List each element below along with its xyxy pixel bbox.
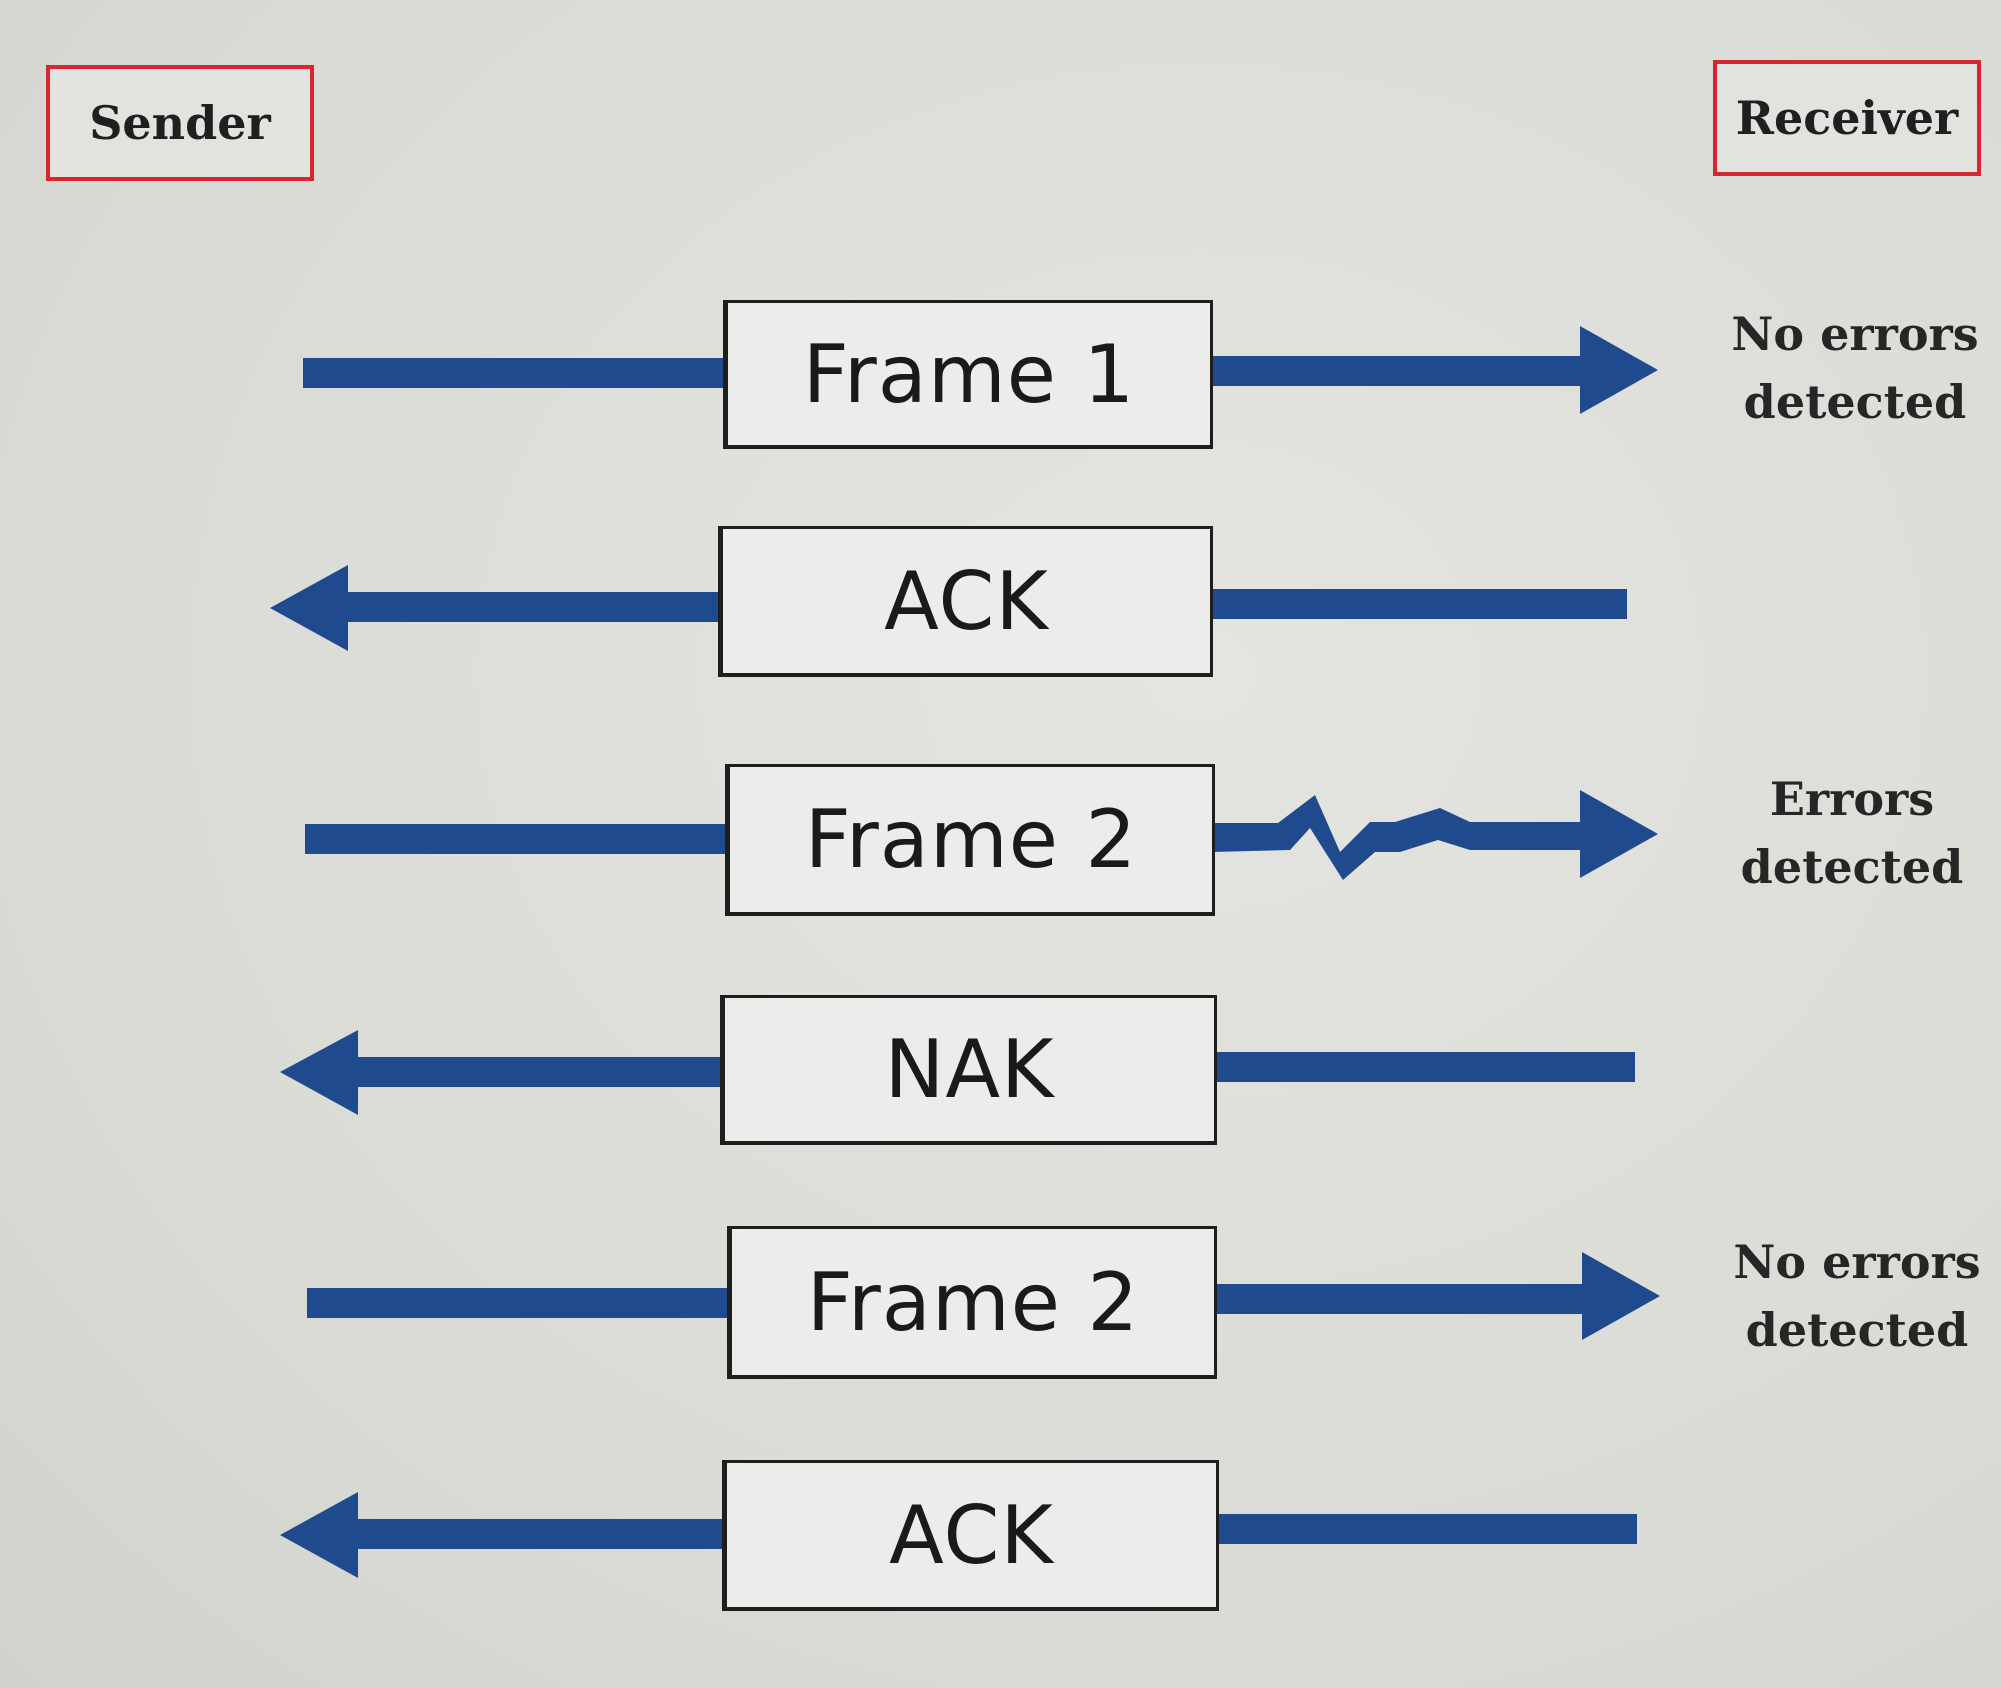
message-box-frame-1: Frame 1 [723, 300, 1213, 449]
sender-label: Sender [46, 65, 314, 181]
receiver-label: Receiver [1713, 60, 1981, 176]
status-note-1-line1: No errors [1731, 307, 1979, 361]
message-box-nak: NAK [720, 995, 1217, 1145]
arrow-frame-2-corrupted [305, 790, 1658, 880]
arrow-frame-2 [307, 1252, 1660, 1340]
status-note-2: Errors detected [1702, 765, 2001, 901]
status-note-3-line2: detected [1745, 1303, 1969, 1357]
status-note-1: No errors detected [1705, 300, 2001, 436]
message-box-frame-2: Frame 2 [727, 1226, 1217, 1379]
arrow-ack-1 [270, 565, 1627, 651]
status-note-3-line1: No errors [1733, 1235, 1981, 1289]
message-box-ack-1: ACK [718, 526, 1213, 677]
status-note-2-line2: detected [1740, 840, 1964, 894]
status-note-2-line1: Errors [1769, 772, 1935, 826]
arrow-ack-2 [280, 1492, 1637, 1578]
message-box-frame-2-corrupted: Frame 2 [725, 764, 1215, 916]
noise-zigzag [1212, 795, 1585, 880]
status-note-1-line2: detected [1743, 375, 1967, 429]
arrow-nak [280, 1030, 1635, 1115]
arrow-frame-1 [303, 326, 1658, 414]
message-box-ack-2: ACK [722, 1460, 1219, 1611]
status-note-3: No errors detected [1707, 1228, 2001, 1364]
